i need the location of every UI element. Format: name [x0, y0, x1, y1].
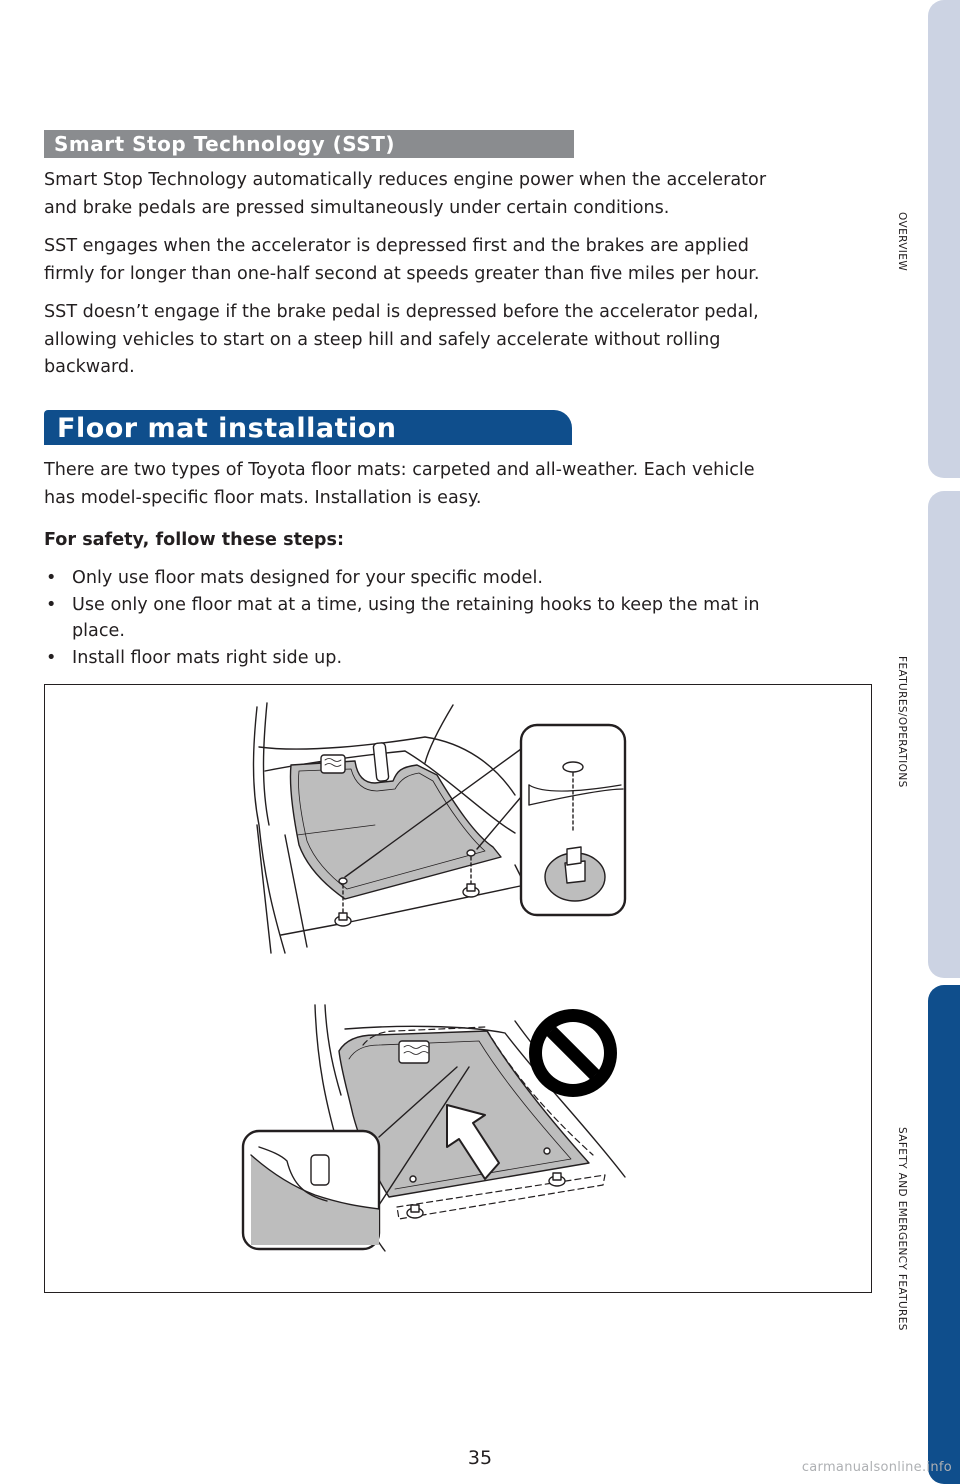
bullet-dot: • — [46, 594, 57, 615]
tab-overview[interactable] — [928, 0, 960, 478]
sst-section-heading: Smart Stop Technology (SST) — [44, 130, 574, 158]
tab-label-overview: OVERVIEW — [896, 212, 908, 272]
sst-p3-line3: backward. — [44, 357, 135, 377]
sst-p2-line2: firmly for longer than one-half second a… — [44, 263, 760, 284]
list-item: • Install floor mats right side up. — [44, 645, 864, 672]
tab-features-operations[interactable] — [928, 491, 960, 978]
bullet-dot: • — [46, 647, 57, 668]
sst-p3-line2: allowing vehicles to start on a steep hi… — [44, 329, 721, 350]
sst-p1-line1: Smart Stop Technology automatically redu… — [44, 170, 767, 190]
floor-mat-diagram — [241, 702, 627, 1252]
incorrect-installation-drawing — [241, 1004, 626, 1252]
tab-safety-emergency[interactable] — [928, 985, 960, 1484]
watermark: carmanualsonline.info — [801, 1460, 952, 1475]
sst-p1-line2: and brake pedals are pressed simultaneou… — [44, 197, 670, 218]
steps-title: For safety, follow these steps: — [44, 530, 345, 550]
floor-mat-section-heading: Floor mat installation — [44, 410, 572, 445]
step-text-1: Only use floor mats designed for your sp… — [72, 568, 543, 588]
floor-mat-intro: There are two types of Toyota floor mats… — [44, 457, 864, 512]
prohibited-icon — [529, 1009, 617, 1097]
floor-mat-illustration — [44, 684, 872, 1293]
sst-paragraph-1: Smart Stop Technology automatically redu… — [44, 167, 864, 222]
tab-label-safety-emergency: SAFETY AND EMERGENCY FEATURES — [896, 1127, 908, 1331]
sst-paragraph-2: SST engages when the accelerator is depr… — [44, 233, 864, 288]
steps-list: • Only use floor mats designed for your … — [44, 565, 864, 671]
sst-p2-line1: SST engages when the accelerator is depr… — [44, 236, 749, 256]
step-text-3: Install floor mats right side up. — [72, 647, 343, 668]
bullet-dot: • — [46, 568, 57, 588]
step-text-2-line1: Use only one floor mat at a time, using … — [72, 594, 760, 615]
sst-paragraph-3: SST doesn’t engage if the brake pedal is… — [44, 299, 864, 382]
tab-label-features-operations: FEATURES/OPERATIONS — [896, 656, 908, 788]
step-text-2-line2: place. — [72, 621, 125, 641]
floor-mat-intro-line2: has model-specific floor mats. Installat… — [44, 487, 482, 508]
correct-installation-drawing — [252, 702, 627, 954]
list-item: • Only use floor mats designed for your … — [44, 565, 864, 592]
page-number: 35 — [467, 1447, 493, 1469]
list-item: • Use only one floor mat at a time, usin… — [44, 592, 864, 645]
floor-mat-intro-line1: There are two types of Toyota floor mats… — [44, 460, 755, 480]
sst-p3-line1: SST doesn’t engage if the brake pedal is… — [44, 302, 759, 322]
